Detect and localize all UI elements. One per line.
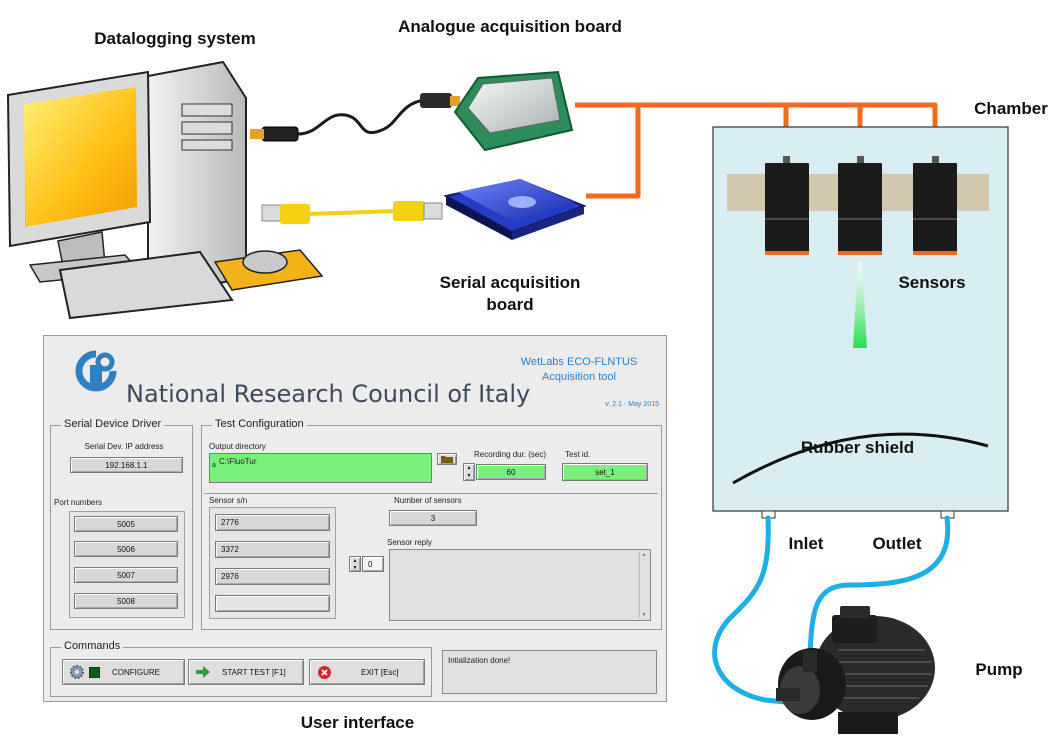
- acquisition-tool-panel: National Research Council of Italy WetLa…: [43, 335, 667, 702]
- label-analogue-board: Analogue acquisition board: [398, 17, 622, 36]
- recording-duration-stepper[interactable]: ▲▼: [463, 463, 475, 481]
- number-of-sensors-value: 3: [389, 510, 477, 526]
- sensor-sn-1: 2776: [215, 514, 330, 531]
- status-led-icon: [89, 666, 100, 678]
- pump: [776, 606, 935, 734]
- light-beam: [853, 262, 867, 348]
- port-number-4: 5008: [74, 593, 178, 609]
- sensor-sn-4: [215, 595, 330, 612]
- serial-device-driver-group: Serial Device Driver: [50, 418, 193, 630]
- org-name: National Research Council of Italy: [126, 380, 531, 408]
- ethernet-cable: [261, 201, 443, 224]
- exit-button[interactable]: EXIT [Esc]: [309, 659, 425, 685]
- recording-duration-value[interactable]: 60: [476, 464, 546, 480]
- status-box: Intialization done!: [442, 650, 657, 694]
- test-id-label: Test id.: [565, 450, 591, 459]
- folder-icon: [441, 456, 453, 463]
- sensor-reply-textarea[interactable]: ▲▼: [389, 549, 651, 621]
- analogue-board: [453, 70, 574, 152]
- serial-board: [443, 178, 587, 240]
- port-number-2: 5006: [74, 541, 178, 557]
- start-test-button-label: START TEST [F1]: [222, 667, 286, 677]
- sensor-sn-2: 3372: [215, 541, 330, 558]
- recording-duration-label: Recording dur. (sec): [474, 450, 547, 459]
- label-chamber: Chamber: [974, 99, 1048, 118]
- ip-address-value: 192.168.1.1: [70, 457, 183, 473]
- sensor-reply-label: Sensor reply: [387, 538, 432, 547]
- port-numbers-label: Port numbers: [54, 498, 103, 507]
- computer: [6, 60, 324, 320]
- test-id-value[interactable]: set_1: [562, 463, 648, 481]
- blue-tubes: [712, 515, 951, 706]
- label-serial-board: Serial acquisition board: [439, 273, 581, 314]
- close-icon: [318, 665, 331, 679]
- version-label: v. 2.1 - May 2015: [605, 401, 659, 408]
- exit-button-label: EXIT [Esc]: [361, 667, 399, 677]
- cnr-logo-icon: [75, 349, 118, 392]
- commands-group: Commands: [50, 640, 432, 697]
- monitor-screen: [24, 87, 137, 227]
- start-test-button[interactable]: START TEST [F1]: [188, 659, 304, 685]
- config-divider: [204, 493, 658, 494]
- sensor-index-value[interactable]: 0: [362, 556, 384, 572]
- port-number-1: 5005: [74, 516, 178, 532]
- label-datalogging-system: Datalogging system: [94, 29, 256, 48]
- status-message: Intialization done!: [448, 656, 511, 665]
- keyboard: [58, 250, 234, 320]
- sensor-sn-3: 2976: [215, 568, 330, 585]
- label-outlet: Outlet: [872, 534, 922, 553]
- sensor-sn-label: Sensor s/n: [209, 496, 248, 505]
- commands-group-title: Commands: [61, 640, 124, 652]
- rubber-shield: [732, 432, 989, 485]
- output-directory-input[interactable]: a C:\FluoTur: [209, 453, 432, 483]
- label-inlet: Inlet: [788, 534, 824, 553]
- sensor-1: [765, 156, 809, 255]
- mouse: [242, 250, 288, 274]
- sensor-3: [913, 156, 957, 255]
- output-directory-value: C:\FluoTur: [219, 457, 257, 466]
- test-configuration-group: Test Configuration: [201, 418, 662, 630]
- sensor-index-stepper[interactable]: ▲▼: [349, 556, 361, 572]
- configure-button[interactable]: CONFIGURE: [62, 659, 185, 685]
- port-number-3: 5007: [74, 567, 178, 583]
- tool-name: WetLabs ECO-FLNTUS: [520, 356, 638, 368]
- output-directory-label: Output directory: [209, 442, 266, 451]
- ip-address-label: Serial Dev. IP address: [84, 442, 164, 451]
- sensor-2: [838, 156, 882, 255]
- number-of-sensors-label: Number of sensors: [394, 496, 462, 505]
- serial-group-title: Serial Device Driver: [61, 418, 165, 430]
- tool-subtitle: Acquisition tool: [542, 371, 616, 383]
- usb-cable: [250, 93, 460, 142]
- gear-icon: [70, 665, 84, 679]
- arrow-right-icon: [196, 666, 210, 678]
- label-rubber-shield: Rubber shield: [800, 438, 915, 457]
- label-user-interface: User interface: [300, 713, 415, 732]
- label-sensors: Sensors: [898, 273, 966, 292]
- browse-folder-button[interactable]: [437, 453, 457, 465]
- configure-button-label: CONFIGURE: [112, 667, 160, 677]
- reply-scrollbar[interactable]: ▲▼: [639, 552, 648, 618]
- label-pump: Pump: [975, 660, 1023, 679]
- test-group-title: Test Configuration: [212, 418, 307, 430]
- chamber: [712, 126, 1009, 519]
- path-type-glyph: a: [212, 462, 216, 469]
